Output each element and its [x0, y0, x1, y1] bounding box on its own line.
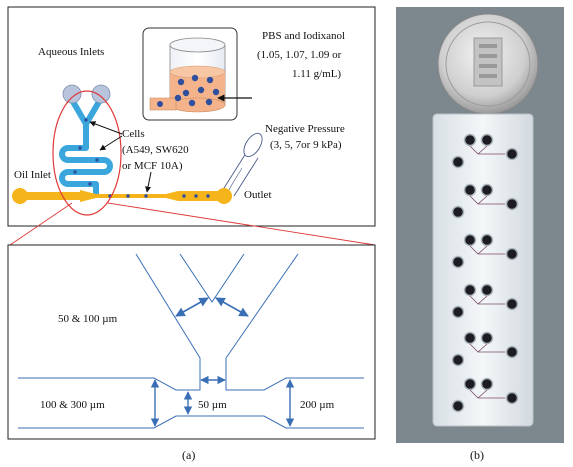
chip-port [480, 283, 494, 297]
chip-port [505, 297, 519, 311]
chip-port [480, 331, 494, 345]
chip-port [480, 233, 494, 247]
label-outlet: Outlet [244, 189, 272, 201]
oil-channel [12, 188, 232, 204]
label-dim-main: 100 & 300 µm [40, 399, 105, 411]
label-cells-line3: or MCF 10A) [122, 160, 183, 172]
label-oil-inlet: Oil Inlet [14, 169, 51, 181]
chip-port [505, 391, 519, 405]
label-cells-line2: (A549, SW620 [122, 144, 189, 156]
caption-a: (a) [182, 448, 196, 462]
arrow-cells-2 [99, 135, 123, 151]
chip-channel [469, 389, 505, 399]
dimension-arrows [150, 297, 295, 427]
chip-port [463, 283, 477, 297]
aqueous-inlet-channels [62, 84, 111, 138]
label-negative-line1: Negative Pressure [265, 123, 345, 135]
chip-port [480, 377, 494, 391]
chip-port [463, 377, 477, 391]
chip-photo [396, 7, 564, 443]
zoom-connector-left [9, 202, 73, 246]
label-aqueous-inlets: Aqueous Inlets [38, 46, 104, 58]
chip-ports [451, 133, 519, 413]
reservoir-inset [142, 27, 238, 121]
chip-port [451, 205, 465, 219]
chip-port [451, 399, 465, 413]
chip-port [480, 133, 494, 147]
chip-port [451, 305, 465, 319]
label-dim-inlet: 50 & 100 µm [58, 313, 118, 325]
label-cells-line1: Cells [122, 128, 145, 140]
zoom-connector-right [107, 202, 376, 246]
label-dim-outlet: 200 µm [300, 399, 335, 411]
junction-callout-circle [52, 90, 122, 216]
chip-channel [469, 195, 505, 205]
aqueous-inlet-left [62, 84, 82, 104]
arrow-cells-3 [145, 171, 152, 193]
label-pbs-line2: (1.05, 1.07, 1.09 or [257, 49, 342, 61]
chip-channel [469, 343, 505, 353]
chip-port [480, 183, 494, 197]
outlet-port [216, 188, 232, 204]
chip-port [505, 147, 519, 161]
chip-channel [469, 295, 505, 305]
chip-port [463, 183, 477, 197]
caption-b: (b) [470, 448, 484, 462]
inset-cells [157, 74, 220, 107]
aqueous-inlet-right [91, 84, 111, 104]
chip-port [505, 345, 519, 359]
label-dim-orifice: 50 µm [198, 399, 227, 411]
channel-cells [73, 118, 99, 186]
dim-inlet-left [175, 297, 209, 317]
chip-port [463, 331, 477, 345]
junction-frame [7, 244, 376, 440]
dim-inlet-right [215, 297, 249, 317]
chip-channel [469, 145, 505, 155]
chip-port [451, 353, 465, 367]
label-negative-line2: (3, 5, 7or 9 kPa) [270, 139, 342, 151]
serpentine-channel [59, 138, 113, 195]
label-pbs-line3: 1.11 g/mL) [292, 68, 341, 80]
arrow-cells-1 [89, 121, 123, 135]
oil-inlet-port [12, 188, 28, 204]
schematic-frame [7, 6, 376, 227]
junction-geometry [18, 253, 364, 429]
chip-port [505, 247, 519, 261]
chip-port [463, 133, 477, 147]
chip-port [451, 155, 465, 169]
chip-port [505, 197, 519, 211]
chip-port [463, 233, 477, 247]
label-pbs-line1: PBS and Iodixanol [262, 30, 345, 42]
negative-pressure-tube [223, 132, 263, 197]
chip-port [451, 255, 465, 269]
chip-channel [469, 245, 505, 255]
